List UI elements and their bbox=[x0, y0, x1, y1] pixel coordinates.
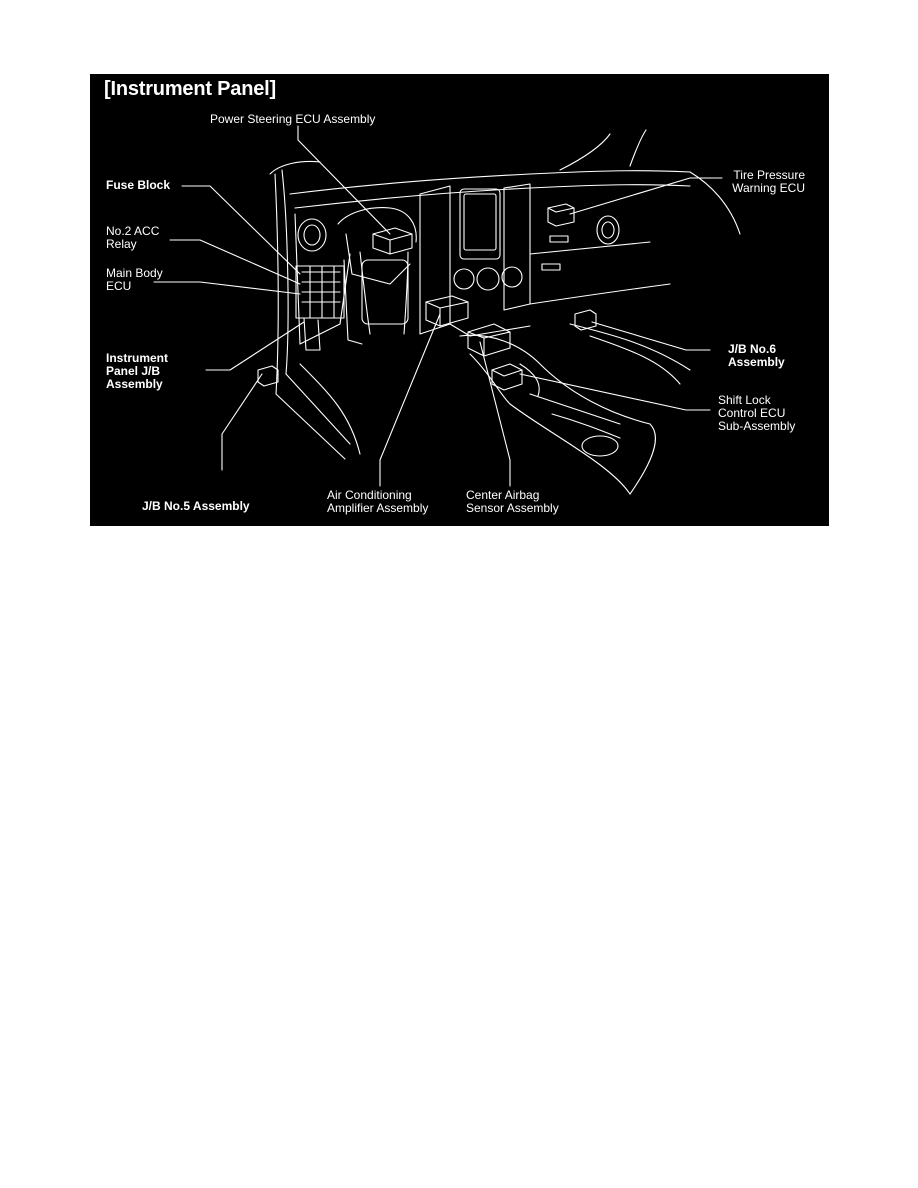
label-line: Shift Lock bbox=[718, 393, 771, 407]
label-instrument-panel-jb: Instrument Panel J/B Assembly bbox=[106, 352, 168, 391]
label-tire-pressure-warning-ecu: Tire Pressure Warning ECU bbox=[732, 169, 805, 195]
label-line: Tire Pressure bbox=[733, 168, 805, 182]
label-fuse-block: Fuse Block bbox=[106, 179, 170, 192]
label-line: Sub-Assembly bbox=[718, 419, 796, 433]
label-jb-no5: J/B No.5 Assembly bbox=[142, 500, 250, 513]
label-jb-no6: J/B No.6 Assembly bbox=[728, 343, 785, 369]
instrument-panel-diagram: [Instrument Panel] Power Steering ECU As… bbox=[90, 74, 829, 526]
label-line: Warning ECU bbox=[732, 181, 805, 195]
label-shift-lock-control-ecu: Shift Lock Control ECU Sub-Assembly bbox=[718, 394, 795, 433]
label-line: Air Conditioning bbox=[327, 488, 412, 502]
diagram-title: [Instrument Panel] bbox=[104, 78, 276, 100]
label-line: Panel J/B bbox=[106, 364, 161, 378]
label-main-body-ecu: Main Body ECU bbox=[106, 267, 163, 293]
label-line: Control ECU bbox=[718, 406, 786, 420]
label-line: Sensor Assembly bbox=[466, 501, 559, 515]
label-line: Fuse Block bbox=[106, 178, 171, 192]
label-center-airbag-sensor: Center Airbag Sensor Assembly bbox=[466, 489, 559, 515]
label-no2-acc-relay: No.2 ACC Relay bbox=[106, 225, 159, 251]
label-line: Assembly bbox=[728, 355, 785, 369]
label-line: No.2 ACC bbox=[106, 224, 160, 238]
label-power-steering-ecu: Power Steering ECU Assembly bbox=[210, 113, 375, 126]
label-line: Assembly bbox=[106, 377, 163, 391]
dashboard-drawing bbox=[153, 125, 741, 495]
label-line: Amplifier Assembly bbox=[327, 501, 429, 515]
label-line: J/B No.5 Assembly bbox=[142, 499, 250, 513]
label-line: Center Airbag bbox=[466, 488, 540, 502]
label-line: Instrument bbox=[106, 351, 169, 365]
label-line: Power Steering ECU Assembly bbox=[210, 112, 376, 126]
label-line: Relay bbox=[106, 237, 137, 251]
label-line: ECU bbox=[106, 279, 132, 293]
label-air-conditioning-amplifier: Air Conditioning Amplifier Assembly bbox=[327, 489, 428, 515]
label-line: Main Body bbox=[106, 266, 163, 280]
label-line: J/B No.6 bbox=[728, 342, 777, 356]
